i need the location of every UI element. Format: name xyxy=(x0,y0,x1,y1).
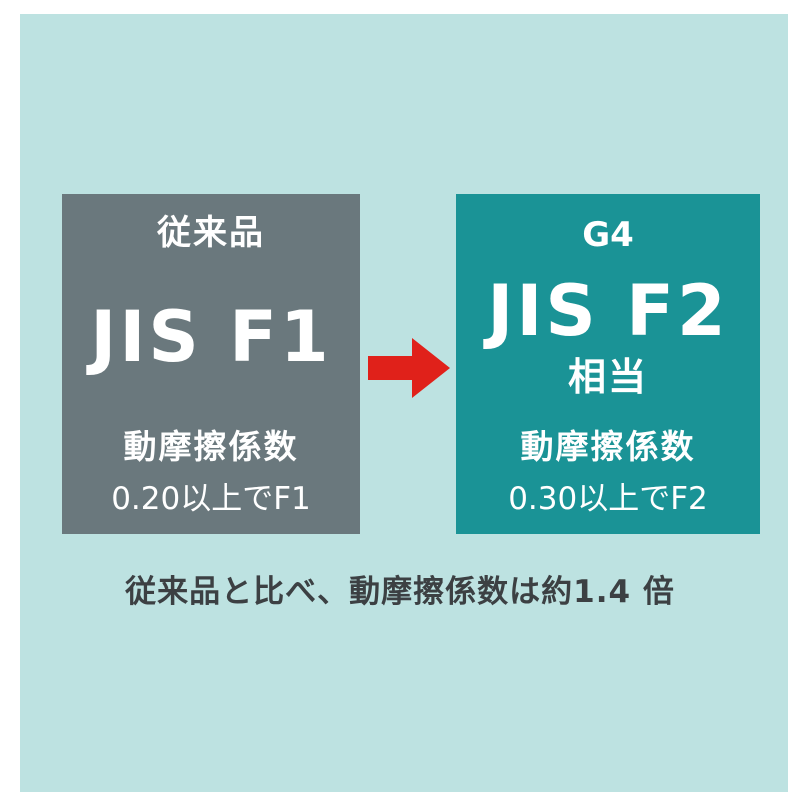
conventional-grade: JIS F1 xyxy=(90,296,332,378)
g4-grade: JIS F2 xyxy=(487,270,729,352)
conventional-product-box: 従来品 JIS F1 動摩擦係数 0.20以上でF1 xyxy=(62,194,360,534)
conventional-label: 従来品 xyxy=(157,213,265,253)
right-arrow-icon xyxy=(368,338,450,398)
conventional-condition: 0.20以上でF1 xyxy=(111,481,311,517)
g4-label: G4 xyxy=(582,215,634,255)
comparison-caption: 従来品と比べ、動摩擦係数は約1.4 倍 xyxy=(125,574,675,610)
g4-coefficient-label: 動摩擦係数 xyxy=(520,427,696,466)
g4-product-box: G4 JIS F2 相当 動摩擦係数 0.30以上でF2 xyxy=(456,194,760,534)
g4-equivalent: 相当 xyxy=(567,355,648,399)
g4-condition: 0.30以上でF2 xyxy=(508,481,708,517)
conventional-coefficient-label: 動摩擦係数 xyxy=(123,427,299,466)
